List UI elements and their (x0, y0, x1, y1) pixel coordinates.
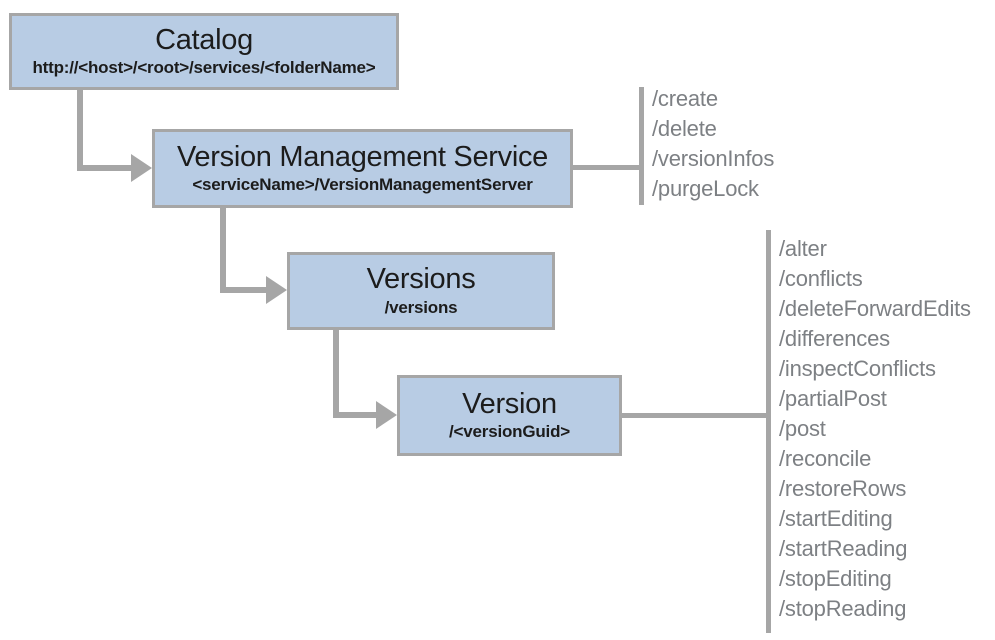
vms-operations-list: /create /delete /versionInfos /purgeLock (652, 84, 774, 204)
operation-item: /differences (779, 326, 890, 351)
operation-item: /post (779, 416, 826, 441)
vms-oplist-bracket (639, 87, 644, 205)
node-vms-url: <serviceName>/VersionManagementServer (192, 175, 533, 195)
node-version-url: /<versionGuid> (449, 422, 570, 442)
arrow-icon-into-versions (266, 276, 287, 304)
operation-item: /inspectConflicts (779, 356, 936, 381)
operation-item: /stopReading (779, 596, 907, 621)
operation-item: /delete (652, 116, 717, 141)
node-catalog-url: http://<host>/<root>/services/<folderNam… (32, 58, 376, 78)
operation-item: /startReading (779, 536, 908, 561)
node-catalog: Catalog http://<host>/<root>/services/<f… (9, 13, 399, 90)
operation-item: /deleteForwardEdits (779, 296, 971, 321)
operation-item: /alter (779, 236, 827, 261)
node-versions-url: /versions (384, 297, 458, 317)
connector-catalog-vms-horizontal (77, 165, 135, 171)
connector-versions-version-horizontal (333, 412, 379, 418)
operation-item: /startEditing (779, 506, 893, 531)
operation-item: /conflicts (779, 266, 863, 291)
connector-catalog-vms-vertical (77, 90, 83, 171)
arrow-icon-into-vms (131, 154, 152, 182)
vms-oplist-connector (573, 165, 641, 170)
node-catalog-title: Catalog (155, 23, 253, 56)
node-versions-title: Versions (366, 263, 476, 296)
operation-item: /create (652, 86, 718, 111)
node-version-management-service: Version Management Service <serviceName>… (152, 129, 573, 208)
arrow-icon-into-version (376, 401, 397, 429)
node-versions: Versions /versions (287, 252, 555, 330)
operation-item: /stopEditing (779, 566, 892, 591)
node-version: Version /<versionGuid> (397, 375, 622, 456)
operation-item: /versionInfos (652, 146, 775, 171)
operation-item: /reconcile (779, 446, 872, 471)
operation-item: /restoreRows (779, 476, 907, 501)
version-operations-list: /alter /conflicts /deleteForwardEdits /d… (779, 234, 971, 624)
connector-versions-version-vertical (333, 329, 339, 418)
connector-vms-versions-vertical (220, 207, 226, 293)
connector-vms-versions-horizontal (220, 287, 270, 293)
node-vms-title: Version Management Service (176, 140, 548, 173)
operation-item: /partialPost (779, 386, 887, 411)
node-version-title: Version (462, 387, 557, 420)
operation-item: /purgeLock (652, 176, 759, 201)
version-oplist-connector (622, 413, 768, 418)
version-oplist-bracket (766, 230, 771, 633)
